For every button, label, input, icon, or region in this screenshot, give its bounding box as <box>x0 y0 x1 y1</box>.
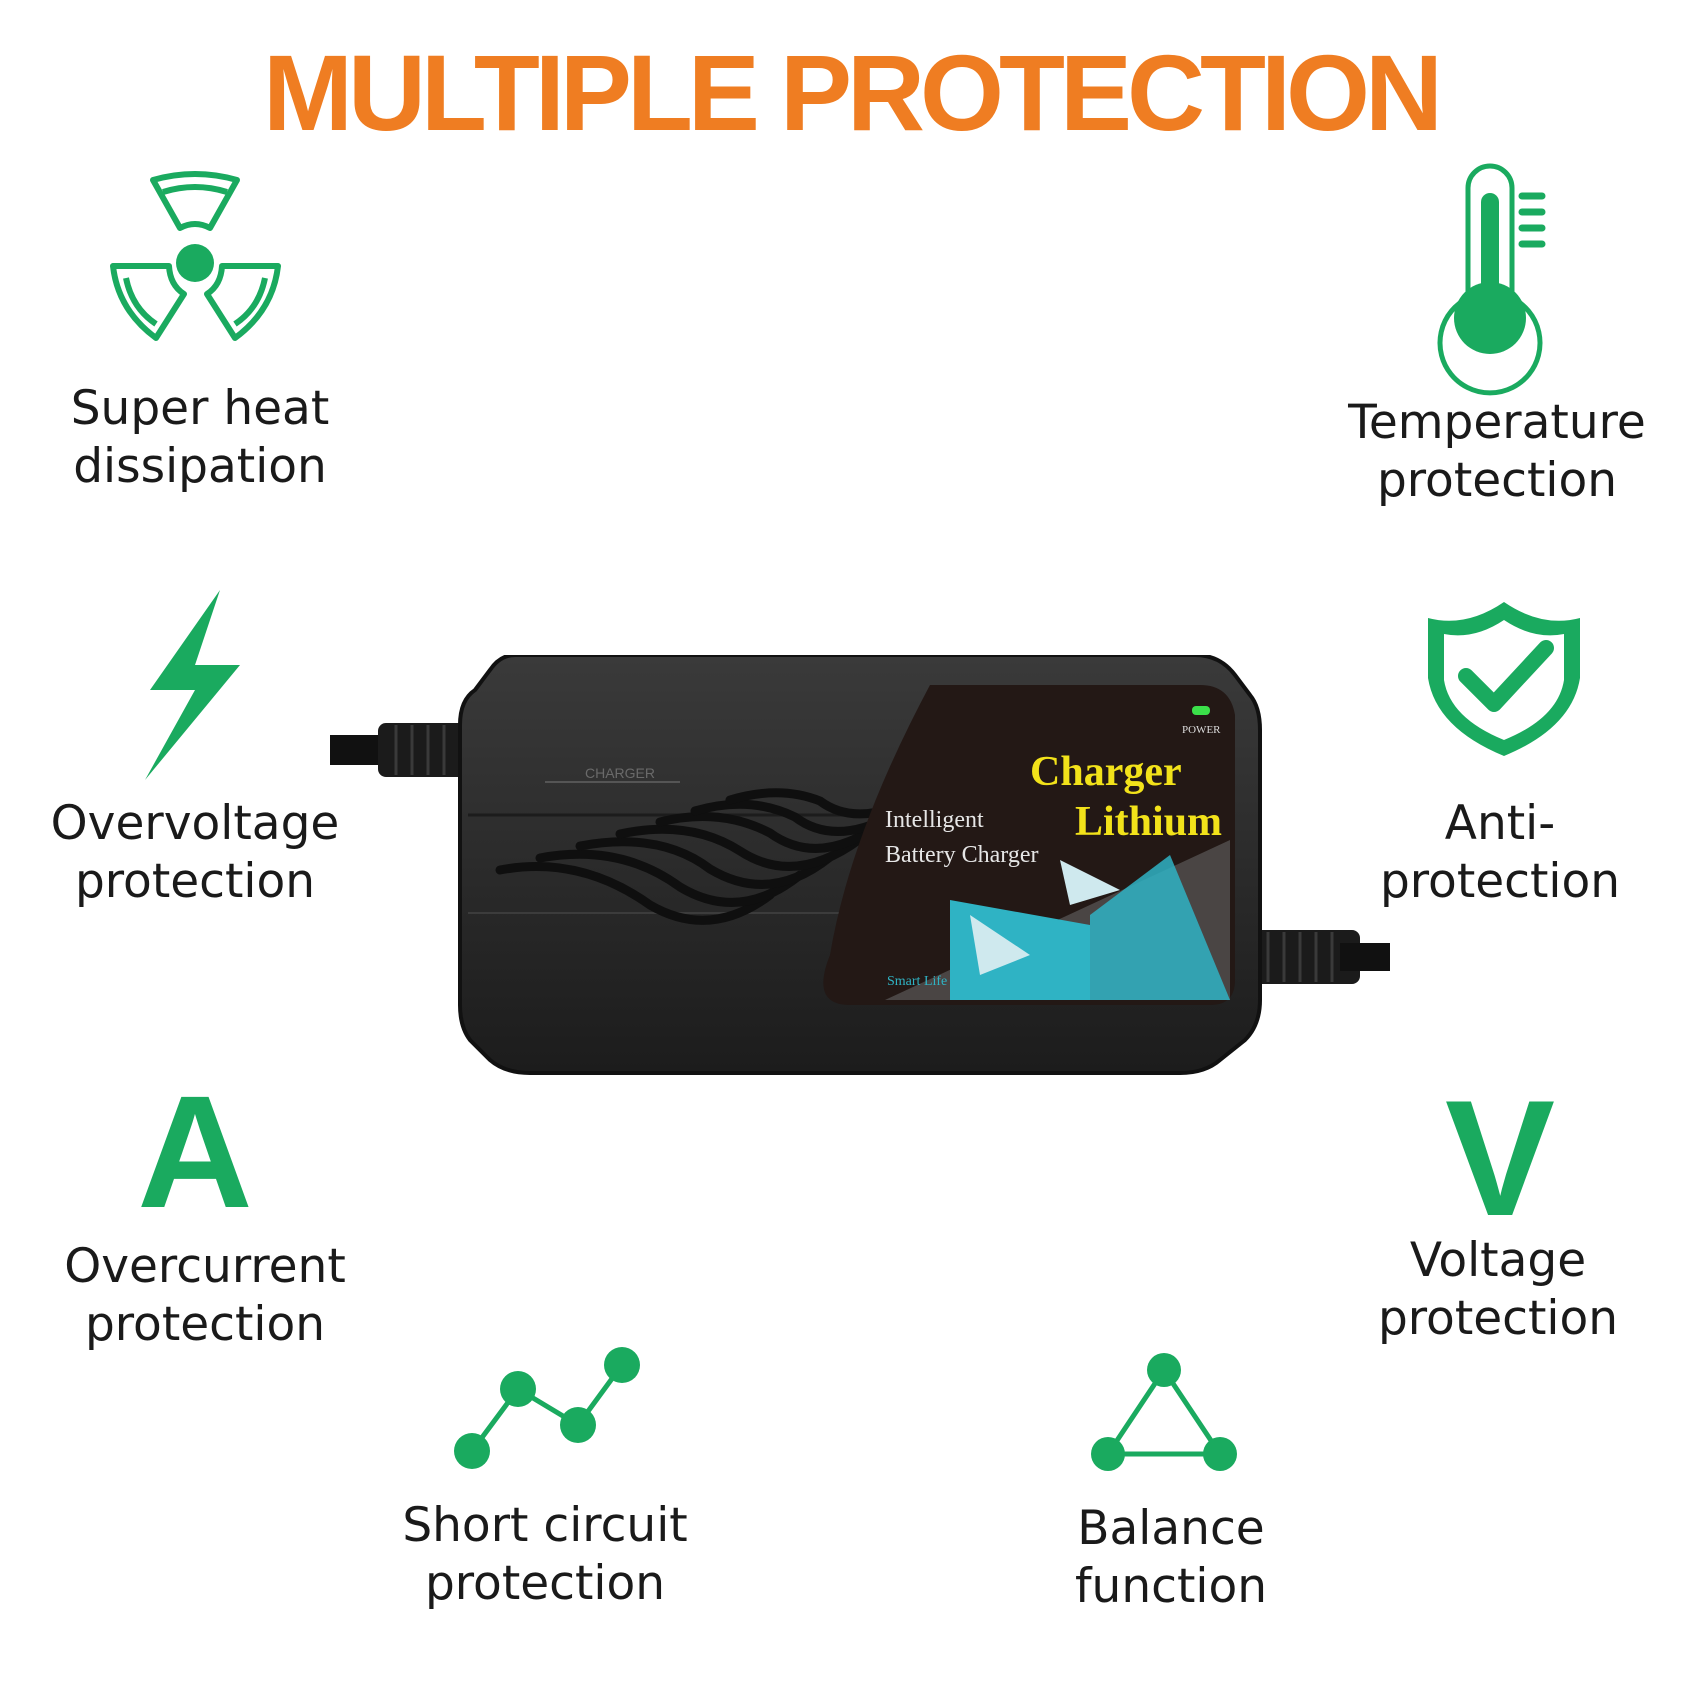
charger-desc-line2: Battery Charger <box>885 842 1039 868</box>
triangle-nodes-icon <box>1091 1353 1237 1471</box>
power-led-label: POWER <box>1182 724 1221 736</box>
charger-tagline: Smart Life <box>887 974 947 989</box>
charger-body-label: CHARGER <box>585 765 655 781</box>
fan-icon <box>110 171 281 341</box>
network-line-icon <box>454 1347 640 1469</box>
feature-label: Anti-protection <box>1379 796 1621 909</box>
charger-brand-line2: Lithium <box>1075 799 1222 845</box>
ampere-icon: A <box>137 1062 253 1241</box>
charger-brand-line1: Charger <box>1030 749 1182 795</box>
thermometer-icon <box>1437 163 1546 396</box>
charger-desc-line1: Intelligent <box>885 807 984 833</box>
volt-icon: V <box>1444 1066 1556 1250</box>
lightning-icon <box>145 590 240 780</box>
page-title: MULTIPLE PROTECTION <box>263 32 1443 153</box>
output-cable <box>1250 930 1390 984</box>
charger-device: CHARGER POWER Charger Lithium Intelligen… <box>330 655 1390 1075</box>
shield-check-icon <box>1428 602 1580 756</box>
power-led <box>1192 706 1210 715</box>
